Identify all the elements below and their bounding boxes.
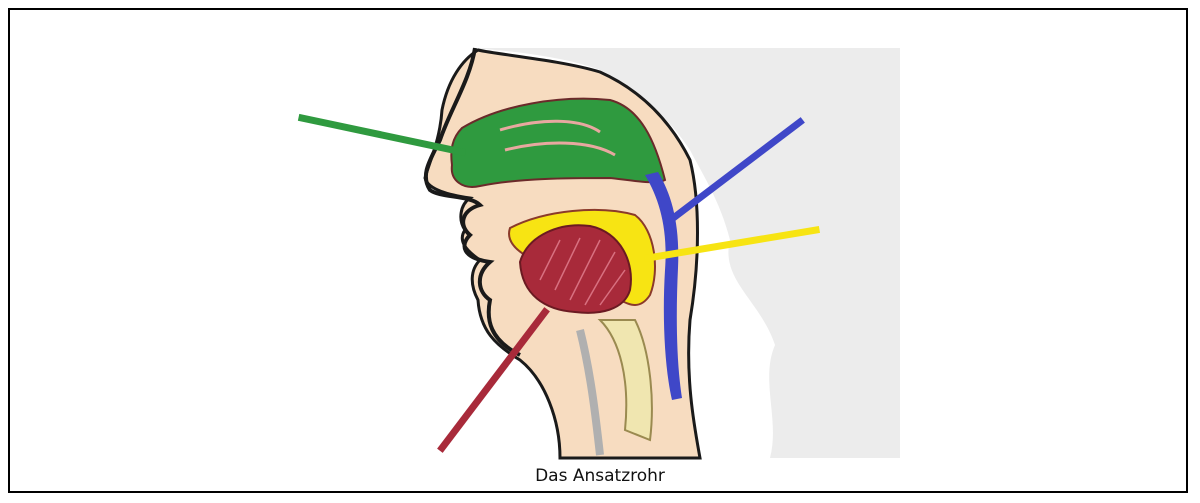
figure-caption: Das Ansatzrohr <box>0 466 1200 486</box>
